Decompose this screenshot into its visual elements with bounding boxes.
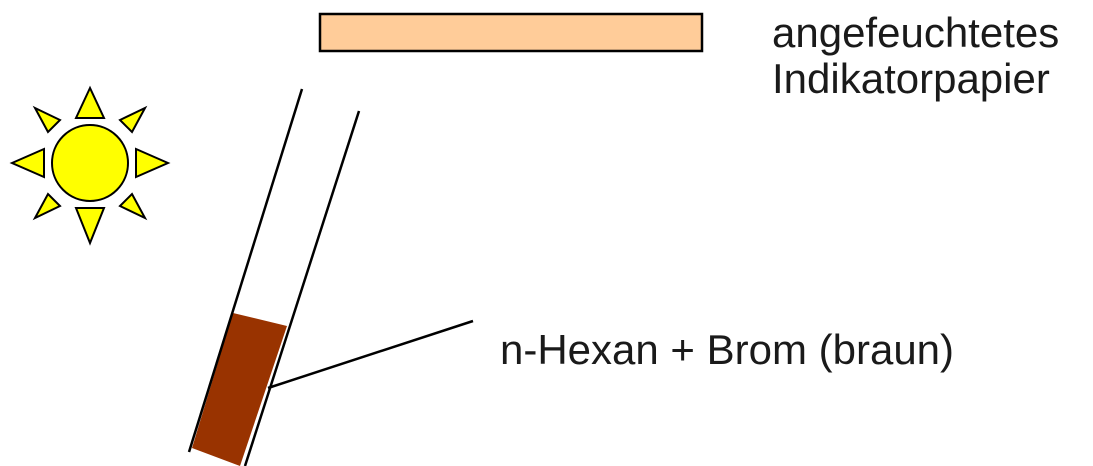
sun-ray-bottom-left: [32, 192, 62, 221]
sun-ray-top-right: [118, 105, 148, 134]
test-tube-right-wall: [243, 110, 361, 466]
indicator-paper-label-line1: angefeuchtetes: [772, 9, 1060, 56]
sun-icon: [9, 85, 171, 246]
sun-ray-top-left: [32, 105, 62, 134]
solution-pointer-line: [267, 319, 474, 390]
test-tube-left-wall: [187, 88, 304, 453]
sun-ray-right: [135, 147, 171, 179]
bromine-solution: [192, 313, 287, 466]
sun-ray-left: [9, 147, 45, 179]
sun-disc: [51, 124, 129, 202]
sun-ray-bottom-right: [118, 192, 148, 221]
sun-ray-bottom: [74, 207, 106, 246]
indicator-paper-label-line2: Indikatorpapier: [772, 55, 1050, 102]
sun-ray-top: [74, 85, 106, 119]
indicator-paper-label: angefeuchtetes Indikatorpapier: [772, 10, 1059, 102]
indicator-paper: [318, 12, 704, 53]
solution-label: n-Hexan + Brom (braun): [500, 326, 955, 373]
